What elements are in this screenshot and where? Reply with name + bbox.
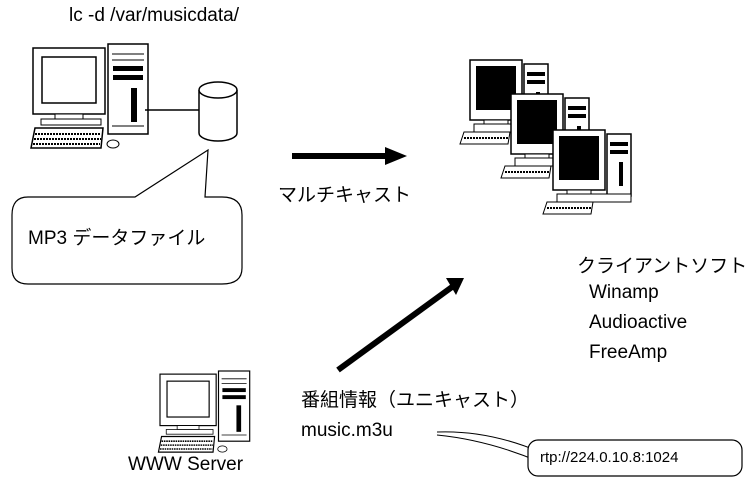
www-server-computer-icon xyxy=(157,370,251,453)
rtp-callout-box xyxy=(527,439,743,477)
program-info-label: 番組情報（ユニキャスト） xyxy=(301,390,530,411)
server-command: lc -d /var/musicdata/ xyxy=(69,5,239,26)
desktop-computer-icon xyxy=(30,43,149,149)
client-computer-icon xyxy=(459,59,632,215)
rtp-callout-connector xyxy=(436,431,541,453)
playlist-file-label: music.m3u xyxy=(301,420,393,441)
multicast-label: マルチキャスト xyxy=(278,185,412,206)
client-software-item: Audioactive xyxy=(589,312,688,333)
client-software-item: Winamp xyxy=(589,282,659,303)
multicast-arrow xyxy=(292,147,407,165)
unicast-arrow xyxy=(336,278,464,373)
client-software-item: FreeAmp xyxy=(589,342,668,363)
mp3-callout-bubble xyxy=(11,148,243,285)
database-cylinder-icon xyxy=(198,81,238,142)
mp3-callout-text: MP3 データファイル xyxy=(28,228,206,249)
rtp-url-label: rtp://224.0.10.8:1024 xyxy=(540,449,679,466)
client-software-heading: クライアントソフト xyxy=(577,256,748,277)
www-server-label: WWW Server xyxy=(128,454,244,475)
